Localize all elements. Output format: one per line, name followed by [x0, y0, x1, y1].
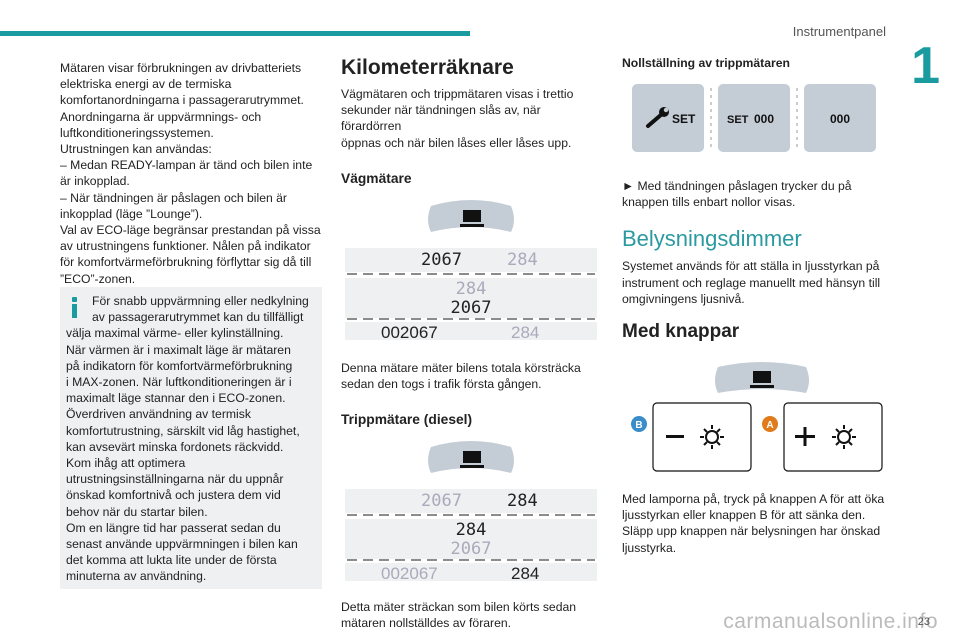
- buttons-text-line: ljusstyrka.: [622, 540, 677, 555]
- odo-text-line: sedan den togs i trafik första gången.: [341, 377, 542, 392]
- note-line: önskad komfortnivå och justera dem vid: [66, 488, 281, 503]
- note-line: När värmen är i maximalt läge är mätaren: [66, 342, 291, 357]
- zero-value: 000: [754, 112, 774, 126]
- trip-value-small-faint: 284: [511, 323, 539, 340]
- odometer-heading: Kilometerräknare: [341, 56, 514, 79]
- wrench-icon: [646, 107, 669, 128]
- note-line: välja maximal värme- eller kylinställnin…: [66, 326, 284, 341]
- col1-line: inkopplad (läge ”Lounge”).: [60, 206, 203, 221]
- col1-line: är inkopplad.: [60, 174, 130, 189]
- watermark: carmanualsonline.info: [723, 610, 938, 633]
- col1-line: Anordningarna är uppvärmnings- och: [60, 109, 262, 124]
- minus-icon: [666, 435, 684, 439]
- set-label: SET: [672, 112, 696, 126]
- col1-line: Utrustningen kan användas:: [60, 142, 212, 157]
- col1-line: – Medan READY-lampan är tänd och bilen i…: [60, 158, 313, 173]
- col1-line: luftkonditioneringssystemen.: [60, 125, 214, 140]
- note-line: kan avsevärt minska fordonets räckvidd.: [66, 439, 284, 454]
- header-accent-bar: [0, 31, 470, 36]
- col1-line: – När tändningen är påslagen och bilen ä…: [60, 190, 287, 205]
- buttons-text-line: ljusstyrkan eller knappen B för att sänk…: [622, 508, 866, 523]
- odo-value-faint: 2067: [451, 539, 492, 559]
- note-line: minuterna av användning.: [66, 569, 207, 584]
- odo-value-big-faint: 002067: [381, 564, 438, 581]
- note-line: maximalt läge stannar den i ECO-zonen.: [66, 391, 286, 406]
- odometer-subheading: Vägmätare: [341, 170, 412, 186]
- odo-text-line: Denna mätare mäter bilens totala körsträ…: [341, 360, 581, 375]
- buttons-text-line: Med lamporna på, tryck på knappen A för …: [622, 492, 885, 507]
- brightness-icon: [700, 425, 724, 450]
- col1-line: Mätaren visar förbrukningen av drivbatte…: [60, 61, 302, 75]
- note-line: Om en längre tid har passerat sedan du: [66, 520, 281, 535]
- note-line: det komma att lukta lite under de första: [66, 553, 277, 568]
- dimmer-buttons-illustration: B A: [631, 362, 883, 472]
- trip-text-line: mätaren nollställdes av föraren.: [341, 616, 512, 631]
- odometer-illustration: 2067 284 284 2067 002067 284: [345, 199, 597, 340]
- trip-value-bold: 284: [456, 520, 487, 540]
- trip-button-icon: [428, 441, 514, 474]
- buttons-heading: Med knappar: [622, 321, 740, 343]
- note-line: För snabb uppvärmning eller nedkylning: [92, 294, 309, 308]
- column-1: Mätaren visar förbrukningen av drivbatte…: [60, 60, 322, 287]
- note-line: utrustningsinställningarna när du uppnår: [66, 472, 284, 487]
- plus-icon: [795, 427, 815, 447]
- dimmer-heading: Belysningsdimmer: [622, 226, 802, 252]
- trip-subheading: Trippmätare (diesel): [341, 412, 473, 428]
- chapter-number: 1: [911, 37, 940, 95]
- info-icon: [72, 297, 78, 318]
- col2-intro-line: öppnas och när bilen låses eller låses u…: [341, 135, 572, 150]
- column-2: Kilometerräknare Vägmätaren och trippmät…: [341, 56, 601, 632]
- dimmer-text-line: omgivningens ljusnivå.: [622, 291, 745, 306]
- reset-text-line: ► Med tändningen påslagen trycker du på: [622, 179, 852, 193]
- trip-value-bold: 284: [507, 491, 538, 511]
- reset-sequence-illustration: SET SET 000 000: [632, 84, 876, 152]
- dimmer-text-line: instrument och reglage manuellt med häns…: [622, 275, 881, 290]
- reset-text-line: knappen tills enbart nollor visas.: [622, 195, 796, 210]
- button-b-label: B: [635, 420, 642, 431]
- trip-illustration: 2067 284 284 2067 002067 284: [345, 441, 597, 582]
- info-note: För snabb uppvärmning eller nedkylning a…: [60, 287, 322, 589]
- col2-intro-line: sekunder när tändningen slås av, när för…: [341, 103, 541, 134]
- note-line: på indikatorn för komfortvärmeförbruknin…: [66, 358, 293, 373]
- note-line: Överdriven användning av termisk: [66, 407, 251, 422]
- col1-line: av utrustningens funktioner. Nålen på in…: [60, 239, 311, 254]
- buttons-text-line: Släpp upp knappen när belysningen har ön…: [622, 524, 881, 539]
- trip-value-faint: 284: [507, 250, 538, 270]
- dimmer-text-line: Systemet används för att ställa in ljuss…: [622, 259, 880, 274]
- dimmer-control-icon: [715, 362, 809, 394]
- trip-value-small-bold: 284: [511, 564, 539, 581]
- odo-value-bold: 2067: [451, 298, 492, 318]
- zero-value: 000: [830, 112, 850, 126]
- trip-value-faint: 284: [456, 279, 487, 299]
- note-line: i MAX-zonen. När luftkonditioneringen är…: [66, 375, 292, 390]
- note-line: Kom ihåg att optimera: [66, 456, 186, 471]
- col1-line: komfortanordningarna i passagerarutrymme…: [60, 93, 304, 108]
- note-line: behov när du startar bilen.: [66, 504, 208, 519]
- reset-heading: Nollställning av trippmätaren: [622, 56, 790, 70]
- col1-line: ”ECO”-zonen.: [60, 271, 136, 286]
- section-title: Instrumentpanel: [792, 24, 886, 39]
- brightness-icon: [832, 425, 856, 450]
- odometer-button-icon: [428, 199, 514, 232]
- col1-line: elektriska energi av de termiska: [60, 77, 232, 92]
- col1-line: Val av ECO-läge begränsar prestandan på …: [60, 223, 321, 238]
- note-line: komfortutrustning, särskilt vid låg hast…: [66, 423, 300, 438]
- odo-value-faint: 2067: [421, 491, 462, 511]
- col2-intro-line: Vägmätaren och trippmätaren visas i tret…: [341, 87, 574, 101]
- button-a-label: A: [766, 420, 773, 431]
- odo-value-bold: 2067: [421, 250, 462, 270]
- note-line: av passagerarutrymmet kan du tillfälligt: [92, 310, 304, 325]
- odo-value-big: 002067: [381, 323, 438, 340]
- page-number: 23: [917, 616, 930, 628]
- note-line: senast använde uppvärmningen i bilen kan: [66, 537, 298, 552]
- set-label: SET: [727, 114, 749, 126]
- trip-text-line: Detta mäter sträckan som bilen körts sed…: [341, 600, 577, 615]
- col1-line: för komfortvärmeförbrukning förflyttar s…: [60, 255, 312, 270]
- column-3: Nollställning av trippmätaren SET SET 00…: [622, 56, 892, 556]
